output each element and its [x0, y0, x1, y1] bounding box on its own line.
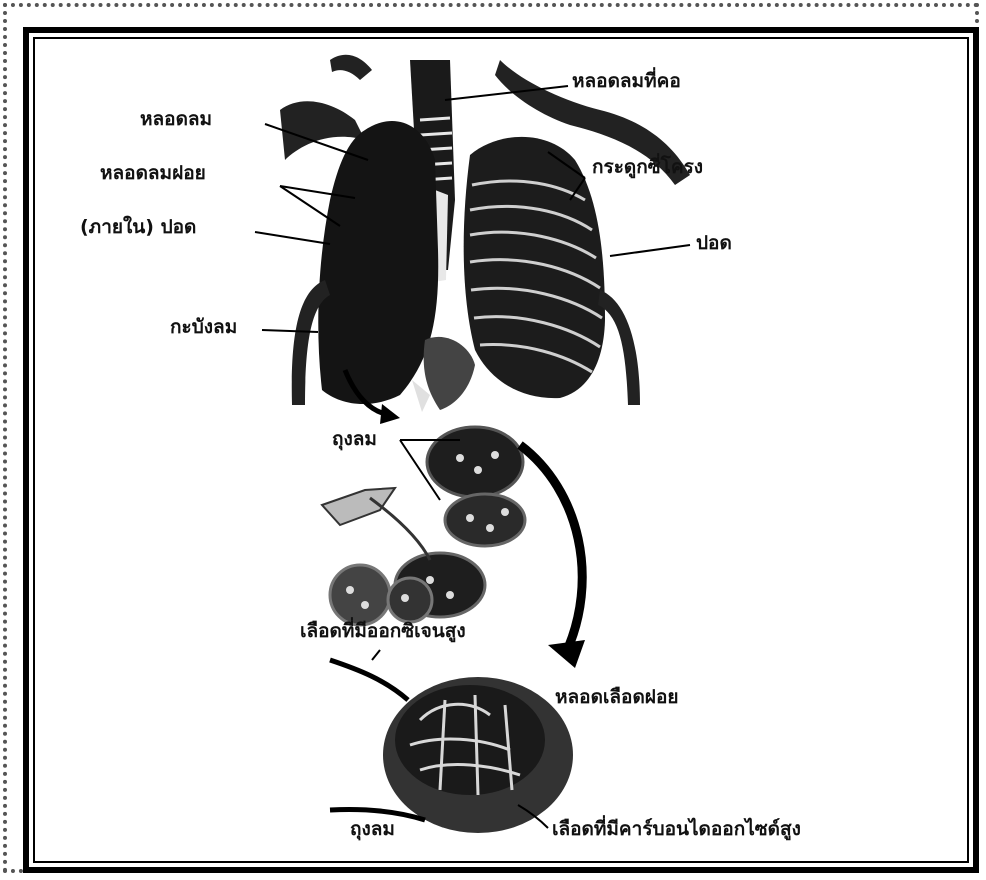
bronchiole-stem: [322, 488, 395, 525]
left-lung: [318, 121, 438, 404]
heart: [424, 337, 475, 410]
label-lung: ปอด: [696, 234, 732, 253]
vessel-pointer: [372, 650, 380, 660]
label-alveolus-bottom: ถุงลม: [350, 820, 395, 839]
big-curved-arrow-icon: [520, 445, 582, 655]
label-capillaries: หลอดเลือดฝอย: [555, 688, 678, 707]
lungs-illustration: [280, 55, 690, 412]
label-trachea-neck: หลอดลมที่คอ: [572, 72, 681, 91]
label-co2-rich-blood: เลือดที่มีคาร์บอนไดออกไซด์สูง: [552, 820, 801, 839]
vessel-in: [330, 660, 408, 700]
label-bronchioles: หลอดลมฝอย: [100, 164, 206, 183]
label-diaphragm: กะบังลม: [170, 318, 237, 337]
label-bronchus: หลอดลม: [140, 110, 212, 129]
alveolus-capillary-illustration: [330, 650, 573, 833]
alveolar-sac-mid: [445, 494, 525, 546]
label-ribs: กระดูกซี่โครง: [592, 158, 703, 177]
right-lower-arch: [598, 290, 640, 405]
label-oxygen-rich-blood: เลือดที่มีออกซิเจนสูง: [300, 622, 466, 641]
alveolar-sac-left: [330, 565, 390, 625]
big-arrow-head: [548, 640, 585, 668]
label-lung-inner: (ภายใน) ปอด: [80, 218, 196, 237]
left-clavicle: [330, 55, 372, 80]
label-alveoli-top: ถุงลม: [332, 430, 377, 449]
alveolar-sac-top: [427, 427, 523, 497]
alveoli-cluster-illustration: [322, 427, 525, 625]
lower-gap: [412, 380, 430, 412]
alveolar-sac-small: [388, 578, 432, 622]
arrow-head: [380, 404, 400, 424]
